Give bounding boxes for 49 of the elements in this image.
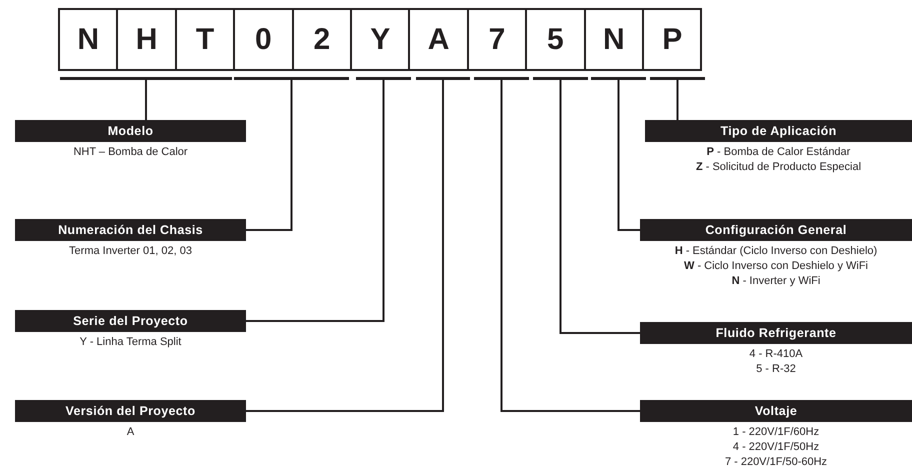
connector-line (500, 80, 640, 412)
description-text: 7 - 220V/1F/50-60Hz (724, 455, 828, 470)
description-text: H - Estándar (Ciclo Inverso con Deshielo) (674, 244, 878, 259)
character-box: 0 (233, 8, 294, 71)
connector-line (145, 80, 147, 120)
description-text: 5 - R-32 (756, 362, 796, 377)
character-box: T (174, 8, 236, 71)
underline-bar (591, 77, 646, 80)
description-text: NHT – Bomba de Calor (73, 145, 188, 160)
description-text: 4 - 220V/1F/50Hz (732, 440, 820, 455)
underline-bar (474, 77, 529, 80)
header-bar: Configuración General (640, 219, 912, 241)
description-text: W - Ciclo Inverso con Deshielo y WiFi (684, 259, 868, 274)
underline-bar (650, 77, 705, 80)
character-box: 7 (466, 8, 528, 71)
description-text: 1 - 220V/1F/60Hz (732, 425, 820, 440)
character-box: Y (350, 8, 410, 71)
description-text: A (126, 425, 134, 440)
underline-bar (416, 77, 470, 80)
underline-bar (60, 77, 232, 80)
connector-line (560, 80, 640, 334)
connector-line (246, 80, 384, 322)
description-text: 4 - R-410A (749, 347, 803, 362)
connector-line (246, 80, 292, 231)
header-bar: Versión del Proyecto (15, 400, 246, 422)
header-bar: Serie del Proyecto (15, 310, 246, 332)
character-box: 2 (292, 8, 352, 71)
underline-bar (234, 77, 349, 80)
character-box: A (408, 8, 469, 71)
header-bar: Voltaje (640, 400, 912, 422)
description-text: Z - Solicitud de Producto Especial (696, 160, 862, 175)
character-box: N (58, 8, 118, 71)
connector-line (618, 80, 640, 231)
description-text: Terma Inverter 01, 02, 03 (69, 244, 192, 259)
header-bar: Modelo (15, 120, 246, 142)
header-bar: Fluido Refrigerante (640, 322, 912, 344)
header-bar: Tipo de Aplicación (645, 120, 912, 142)
underline-bar (533, 77, 588, 80)
underline-bar (356, 77, 411, 80)
description-text: P - Bomba de Calor Estándar (706, 145, 850, 160)
connector-line (676, 80, 678, 120)
connector-line (246, 80, 444, 412)
description-text: N - Inverter y WiFi (732, 274, 820, 289)
header-bar: Numeración del Chasis (15, 219, 246, 241)
character-box: P (642, 8, 702, 71)
character-box: H (116, 8, 177, 71)
character-box: N (584, 8, 644, 71)
character-box: 5 (525, 8, 586, 71)
description-text: Y - Linha Terma Split (80, 335, 182, 350)
